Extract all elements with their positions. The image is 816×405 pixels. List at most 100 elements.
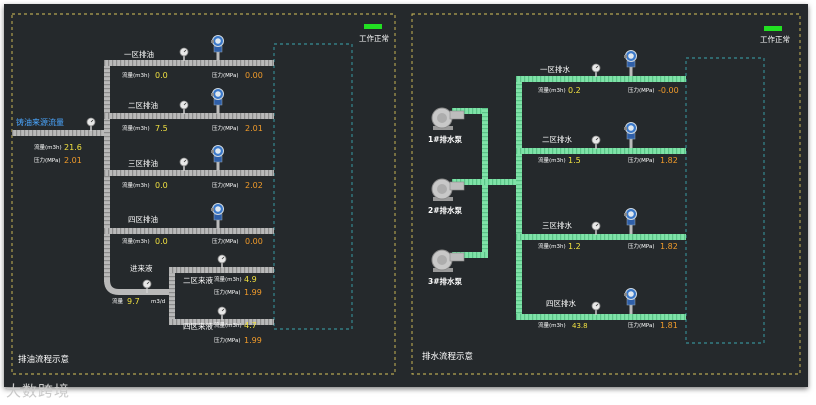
- oil-zone2-label: 二区排油: [128, 100, 158, 110]
- water-zone4-flow-value: 43.8: [572, 322, 588, 330]
- status-indicator-icon: [764, 26, 782, 31]
- water-zone4-pressure-value: 1.81: [660, 321, 678, 330]
- water-zone1-pressure-label: 压力(MPa): [628, 86, 654, 94]
- pump-icon: [431, 249, 465, 273]
- water-zone2-pressure-value: 1.82: [660, 156, 678, 165]
- pressure-gauge-icon: [179, 47, 189, 62]
- water-zone2-flow-value: 1.5: [568, 156, 581, 165]
- water-zone2-label: 二区排水: [542, 134, 572, 144]
- pressure-transmitter-icon: [210, 35, 224, 62]
- water-zone3-pressure-value: 1.82: [660, 242, 678, 251]
- water-header-pipe: [482, 179, 522, 185]
- oil-panel: 工作正常 铸油来源流量 流量(m3h) 21.6 压力(MPa) 2.01 一区…: [11, 13, 396, 375]
- pressure-gauge-icon: [217, 254, 227, 269]
- oil-source-pressure-value: 2.01: [64, 156, 82, 165]
- water-zone4-pressure-label: 压力(MPa): [628, 321, 654, 329]
- pressure-transmitter-icon: [623, 208, 637, 235]
- oil-zone4-pressure-value: 0.00: [245, 237, 263, 246]
- oil-subzone2-pipe: [169, 267, 274, 273]
- oil-subzone4-pressure-label: 压力(MPa): [214, 336, 240, 344]
- oil-subzone2-label: 二区来液: [183, 275, 213, 285]
- oil-inflow-flow-label: 流量: [112, 297, 124, 305]
- oil-zone1-pressure-label: 压力(MPa): [212, 71, 238, 79]
- oil-panel-title: 排油流程示意: [18, 354, 69, 365]
- water-zone3-pressure-label: 压力(MPa): [628, 242, 654, 250]
- water-panel: 工作正常 1#排水泵 2#排水泵 3#排水泵 一区排水 流量(m3h) 0.2: [411, 13, 801, 375]
- oil-source-pipe: [12, 130, 106, 136]
- pressure-gauge-icon: [591, 301, 601, 316]
- pressure-transmitter-icon: [623, 50, 637, 77]
- oil-subzone2-pressure-value: 1.99: [244, 288, 262, 297]
- oil-zone3-pressure-value: 2.02: [245, 181, 263, 190]
- oil-source-flow-label: 流量(m3h): [34, 143, 62, 151]
- oil-zone3-pressure-label: 压力(MPa): [212, 181, 238, 189]
- oil-zone3-label: 三区排油: [128, 158, 158, 168]
- pressure-gauge-icon: [591, 63, 601, 78]
- pump2-label: 2#排水泵: [428, 205, 463, 215]
- pressure-gauge-icon: [86, 117, 96, 132]
- oil-subzone2-pressure-label: 压力(MPa): [214, 288, 240, 296]
- oil-zone3-flow-value: 0.0: [155, 181, 168, 190]
- water-zone3-pipe: [516, 234, 686, 240]
- water-pump2-pipe: [452, 179, 488, 185]
- oil-inflow-bend: [104, 279, 172, 295]
- pump1-label: 1#排水泵: [428, 134, 463, 144]
- oil-zone1-pressure-value: 0.00: [245, 71, 263, 80]
- oil-subzone4-label: 四区来液: [183, 321, 213, 331]
- watermark: 大数跨境: [6, 382, 71, 400]
- oil-subzone2-flow-label: 流量(m3h): [214, 275, 242, 283]
- oil-subzone4-flow-label: 流量(m3h): [214, 321, 242, 329]
- water-pump1-pipe: [452, 108, 488, 114]
- water-panel-title: 排水流程示意: [422, 351, 473, 362]
- oil-zone4-flow-label: 流量(m3h): [122, 237, 150, 245]
- water-zone4-label: 四区排水: [546, 298, 576, 308]
- oil-subzone4-flow-value: 4.7: [244, 321, 257, 330]
- oil-zone2-pressure-label: 压力(MPa): [212, 124, 238, 132]
- water-main-riser: [516, 76, 522, 316]
- oil-subzone4-pipe: [169, 319, 274, 325]
- status-indicator-icon: [364, 24, 382, 29]
- oil-inflow-flow-value: 9.7: [127, 297, 140, 306]
- oil-source-pressure-label: 压力(MPa): [34, 156, 60, 164]
- water-zone1-flow-label: 流量(m3h): [538, 86, 566, 94]
- oil-zone1-pipe: [104, 60, 274, 66]
- oil-status-text: 工作正常: [359, 33, 389, 43]
- pump-icon: [431, 107, 465, 131]
- oil-zone4-pipe: [104, 228, 274, 234]
- water-zone4-pipe: [516, 314, 686, 320]
- water-tank-outline: [685, 57, 765, 344]
- oil-subzone2-flow-value: 4.9: [244, 275, 257, 284]
- oil-inflow-unit: m3/d: [151, 299, 165, 305]
- water-zone1-pressure-value: -0.00: [658, 86, 679, 95]
- pressure-transmitter-icon: [210, 145, 224, 172]
- oil-inflow-label: 进来液: [130, 263, 153, 273]
- water-pump3-pipe: [452, 252, 488, 258]
- oil-source-label: 铸油来源流量: [16, 117, 64, 127]
- oil-tank-outline: [273, 43, 353, 330]
- water-zone1-label: 一区排水: [540, 64, 570, 74]
- water-zone3-flow-value: 1.2: [568, 242, 581, 251]
- oil-zone4-flow-value: 0.0: [155, 237, 168, 246]
- water-zone4-flow-label: 流量(m3h): [538, 321, 566, 329]
- oil-source-flow-value: 21.6: [64, 143, 82, 152]
- oil-zone3-flow-label: 流量(m3h): [122, 181, 150, 189]
- scada-screen: 工作正常 铸油来源流量 流量(m3h) 21.6 压力(MPa) 2.01 一区…: [4, 4, 808, 387]
- water-zone2-pressure-label: 压力(MPa): [628, 156, 654, 164]
- pump-icon: [431, 178, 465, 202]
- pressure-gauge-icon: [591, 221, 601, 236]
- water-zone2-flow-label: 流量(m3h): [538, 156, 566, 164]
- pressure-gauge-icon: [179, 157, 189, 172]
- oil-zone1-flow-value: 0.0: [155, 71, 168, 80]
- oil-zone4-label: 四区排油: [128, 214, 158, 224]
- pressure-transmitter-icon: [210, 88, 224, 115]
- pressure-transmitter-icon: [210, 203, 224, 230]
- oil-subzone4-pressure-value: 1.99: [244, 336, 262, 345]
- oil-zone2-pressure-value: 2.01: [245, 124, 263, 133]
- water-zone3-label: 三区排水: [542, 220, 572, 230]
- water-zone3-flow-label: 流量(m3h): [538, 242, 566, 250]
- oil-zone4-pressure-label: 压力(MPa): [212, 237, 238, 245]
- pressure-gauge-icon: [591, 135, 601, 150]
- oil-inflow-riser: [169, 267, 175, 325]
- process-diagram: 工作正常 铸油来源流量 流量(m3h) 21.6 压力(MPa) 2.01 一区…: [11, 13, 801, 375]
- water-status-text: 工作正常: [760, 34, 790, 44]
